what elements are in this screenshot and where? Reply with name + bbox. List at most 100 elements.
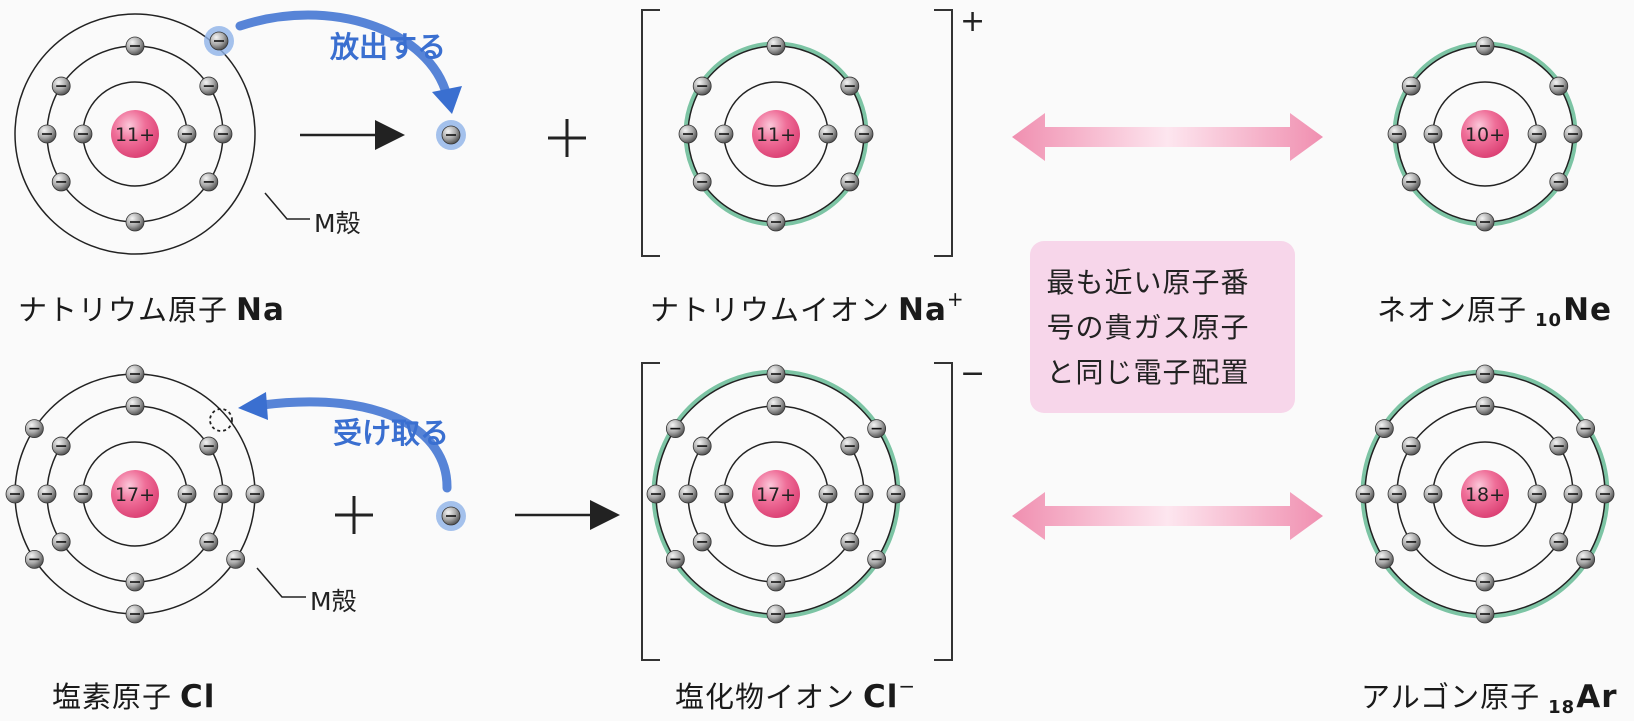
na-ion-name: ナトリウムイオン <box>650 293 890 327</box>
na-atom-electron <box>200 173 218 191</box>
reaction-arrows <box>300 135 615 515</box>
cl-ion-nucleus-charge: 17+ <box>756 484 796 506</box>
noble-gas-callout: 最も近い原子番 号の貴ガス原子 と同じ電子配置 <box>1030 241 1295 413</box>
cl-plus-sign <box>335 496 373 534</box>
cl-ion-electron <box>868 420 886 438</box>
cl-ion-electron <box>715 485 733 503</box>
na-ion-electron <box>855 125 873 143</box>
na-atom-electron <box>74 125 92 143</box>
na-ion-electron <box>841 77 859 95</box>
ne-atom-nucleus-charge: 10+ <box>1465 124 1505 146</box>
ne-atom-electron <box>1402 77 1420 95</box>
cl-atom-electron <box>178 485 196 503</box>
cl-ion-electron <box>767 365 785 383</box>
ar-atom-electron <box>1424 485 1442 503</box>
ne-atom-electron <box>1476 37 1494 55</box>
ar-atom-electron <box>1476 573 1494 591</box>
cl-m-shell-label: M殻 <box>310 582 357 618</box>
release-arrow-head <box>432 86 462 114</box>
na-ne-double-arrow <box>1012 113 1323 161</box>
cl-atom-electron <box>214 485 232 503</box>
ne-atom-model: 10+ <box>1388 37 1582 231</box>
cl-ion-electron <box>855 485 873 503</box>
receive-arrow-head <box>238 392 268 420</box>
cl-ion-charge: − <box>960 356 985 391</box>
cl-atom-model: 17+ <box>6 365 264 623</box>
cl-ar-double-arrow <box>1012 492 1323 540</box>
cl-ion-electron <box>679 485 697 503</box>
cl-ion-name: 塩化物イオン <box>675 680 855 714</box>
na-ion-bracket-left <box>642 10 660 256</box>
ne-atom-electron <box>1564 125 1582 143</box>
ar-atom-electron <box>1402 533 1420 551</box>
cl-atom-electron <box>126 397 144 415</box>
cl-shell-leader <box>257 568 306 597</box>
cl-ion-electron <box>647 485 665 503</box>
ar-atom-electron <box>1375 420 1393 438</box>
ar-atom-nucleus-charge: 18+ <box>1465 484 1505 506</box>
na-ion-nucleus-charge: 11+ <box>756 124 796 146</box>
ne-atom-electron <box>1550 77 1568 95</box>
cl-ion-electron <box>819 485 837 503</box>
cl-atom-electron <box>126 605 144 623</box>
ne-atom-electron <box>1528 125 1546 143</box>
plus-signs <box>335 119 586 534</box>
na-ion-electron <box>693 77 711 95</box>
ar-atom-electron <box>1550 533 1568 551</box>
na-atom-nucleus-charge: 11+ <box>115 124 155 146</box>
cl-ion-electron <box>767 397 785 415</box>
na-m-shell-label: M殻 <box>314 204 361 240</box>
na-ion-charge: + <box>960 4 985 39</box>
cl-atom-electron <box>25 420 43 438</box>
ar-atom-electron <box>1577 420 1595 438</box>
ar-atom-electron <box>1402 437 1420 455</box>
cl-atom-electron <box>246 485 264 503</box>
ar-atom-model: 18+ <box>1356 365 1614 623</box>
cl-ion-electron <box>841 533 859 551</box>
ne-atom-electron <box>1402 173 1420 191</box>
na-ion-electron <box>693 173 711 191</box>
na-atom-symbol: Na <box>236 292 285 328</box>
na-atom-electron <box>126 37 144 55</box>
ar-atom-electron <box>1356 485 1374 503</box>
cl-ion-bracket-right <box>934 363 952 660</box>
na-atom-electron <box>52 173 70 191</box>
ar-atom-electron <box>1577 550 1595 568</box>
ar-atom-electron <box>1375 550 1393 568</box>
na-ion-electron <box>715 125 733 143</box>
na-ion-superscript: + <box>947 287 965 311</box>
na-atom-label: ナトリウム原子Na <box>18 287 285 329</box>
cl-atom-electron <box>38 485 56 503</box>
cl-ion-electron <box>666 550 684 568</box>
cl-atom-name: 塩素原子 <box>52 680 172 714</box>
ne-atom-name: ネオン原子 <box>1377 293 1527 327</box>
ne-atom-electron <box>1388 125 1406 143</box>
cl-ion-electron <box>868 550 886 568</box>
cl-ion-superscript: − <box>898 674 916 698</box>
cl-atom-electron <box>52 437 70 455</box>
na-ion-model: 11+ <box>679 37 873 231</box>
na-shell-leader <box>265 193 310 219</box>
na-atom-electron <box>178 125 196 143</box>
ar-atom-name: アルゴン原子 <box>1361 680 1540 714</box>
incoming-electron <box>436 501 466 531</box>
cl-atom-electron <box>52 533 70 551</box>
na-atom-name: ナトリウム原子 <box>18 293 228 327</box>
released-electron <box>436 120 466 150</box>
cl-atom-electron <box>126 573 144 591</box>
na-ion-symbol: Na <box>898 292 947 328</box>
cl-ion-electron <box>767 605 785 623</box>
ar-atom-electron <box>1388 485 1406 503</box>
ne-atom-electron <box>1424 125 1442 143</box>
ar-atom-electron <box>1476 397 1494 415</box>
cl-ion-electron <box>693 533 711 551</box>
na-ion-bracket-right <box>934 10 952 256</box>
na-ion-electron <box>767 37 785 55</box>
na-ion-electron <box>819 125 837 143</box>
cl-atom-electron <box>200 437 218 455</box>
